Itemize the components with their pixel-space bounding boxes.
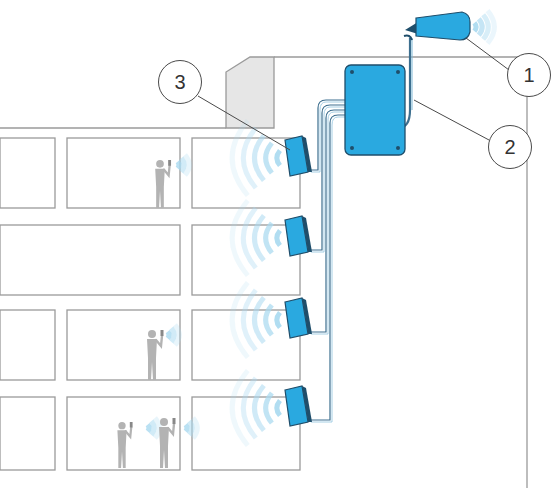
callout-number: 3 <box>158 60 202 104</box>
wave-arc <box>254 298 263 343</box>
antenna-side <box>302 216 312 252</box>
radio-waves <box>126 11 495 446</box>
coax-cable-shine <box>311 117 345 422</box>
wave-arc <box>254 386 263 431</box>
booster-screws <box>350 70 400 150</box>
wave-arc <box>175 325 179 345</box>
leader-lines <box>198 38 509 150</box>
wave-arc <box>185 155 189 175</box>
person <box>117 422 132 468</box>
antenna-side <box>302 136 312 172</box>
wave-arc <box>277 151 280 166</box>
wave-arc <box>479 19 482 35</box>
coax-cable <box>310 105 345 250</box>
person <box>147 330 164 380</box>
callout-text: 3 <box>174 72 185 92</box>
wave-arc <box>193 418 197 438</box>
wave-arc <box>277 231 280 246</box>
person <box>159 418 176 468</box>
wave-arc <box>151 421 154 435</box>
wave-arc <box>277 313 280 328</box>
coax-cables <box>310 100 345 422</box>
wave-arc <box>488 11 495 44</box>
antenna-side <box>302 298 312 334</box>
wave-arc <box>266 393 272 423</box>
signal-booster <box>345 65 405 155</box>
callout-text: 2 <box>504 137 515 157</box>
wave-arc <box>171 328 174 342</box>
callout-number: 2 <box>488 125 532 169</box>
wave-arc <box>254 216 263 261</box>
wave-arc <box>155 418 159 438</box>
coax-cable <box>310 115 345 420</box>
wave-arc <box>266 143 272 173</box>
wave-arc <box>243 128 256 188</box>
wave-arc <box>232 283 248 358</box>
wave-arc <box>148 425 149 432</box>
wave-arc <box>232 121 248 196</box>
wave-arc <box>232 201 248 276</box>
callout-number: 1 <box>507 53 551 97</box>
wave-arc <box>277 401 280 416</box>
wave-arc <box>178 162 179 169</box>
wave-arc <box>186 425 187 432</box>
roof-structure <box>226 57 274 128</box>
donor-cable-shine <box>412 38 413 110</box>
wave-arc <box>181 158 184 172</box>
indoor-antennas <box>285 136 312 426</box>
person <box>155 160 171 208</box>
wave-arc <box>243 208 256 268</box>
wave-arc <box>243 290 256 350</box>
wave-arc <box>474 23 476 31</box>
wave-arc <box>254 136 263 181</box>
people-with-phones <box>117 160 175 468</box>
coax-cable <box>310 110 345 332</box>
wave-arc <box>266 223 272 253</box>
building-outline <box>0 57 527 488</box>
wave-arc <box>243 378 256 438</box>
wave-arc <box>266 305 272 335</box>
wave-arc <box>168 332 169 339</box>
rooftop-antenna <box>404 12 470 40</box>
coax-cable-shine <box>311 112 345 334</box>
antenna-side <box>302 386 312 422</box>
wave-arc <box>483 15 488 40</box>
callout-text: 1 <box>523 65 534 85</box>
wave-arc <box>232 371 248 446</box>
wave-arc <box>189 421 192 435</box>
